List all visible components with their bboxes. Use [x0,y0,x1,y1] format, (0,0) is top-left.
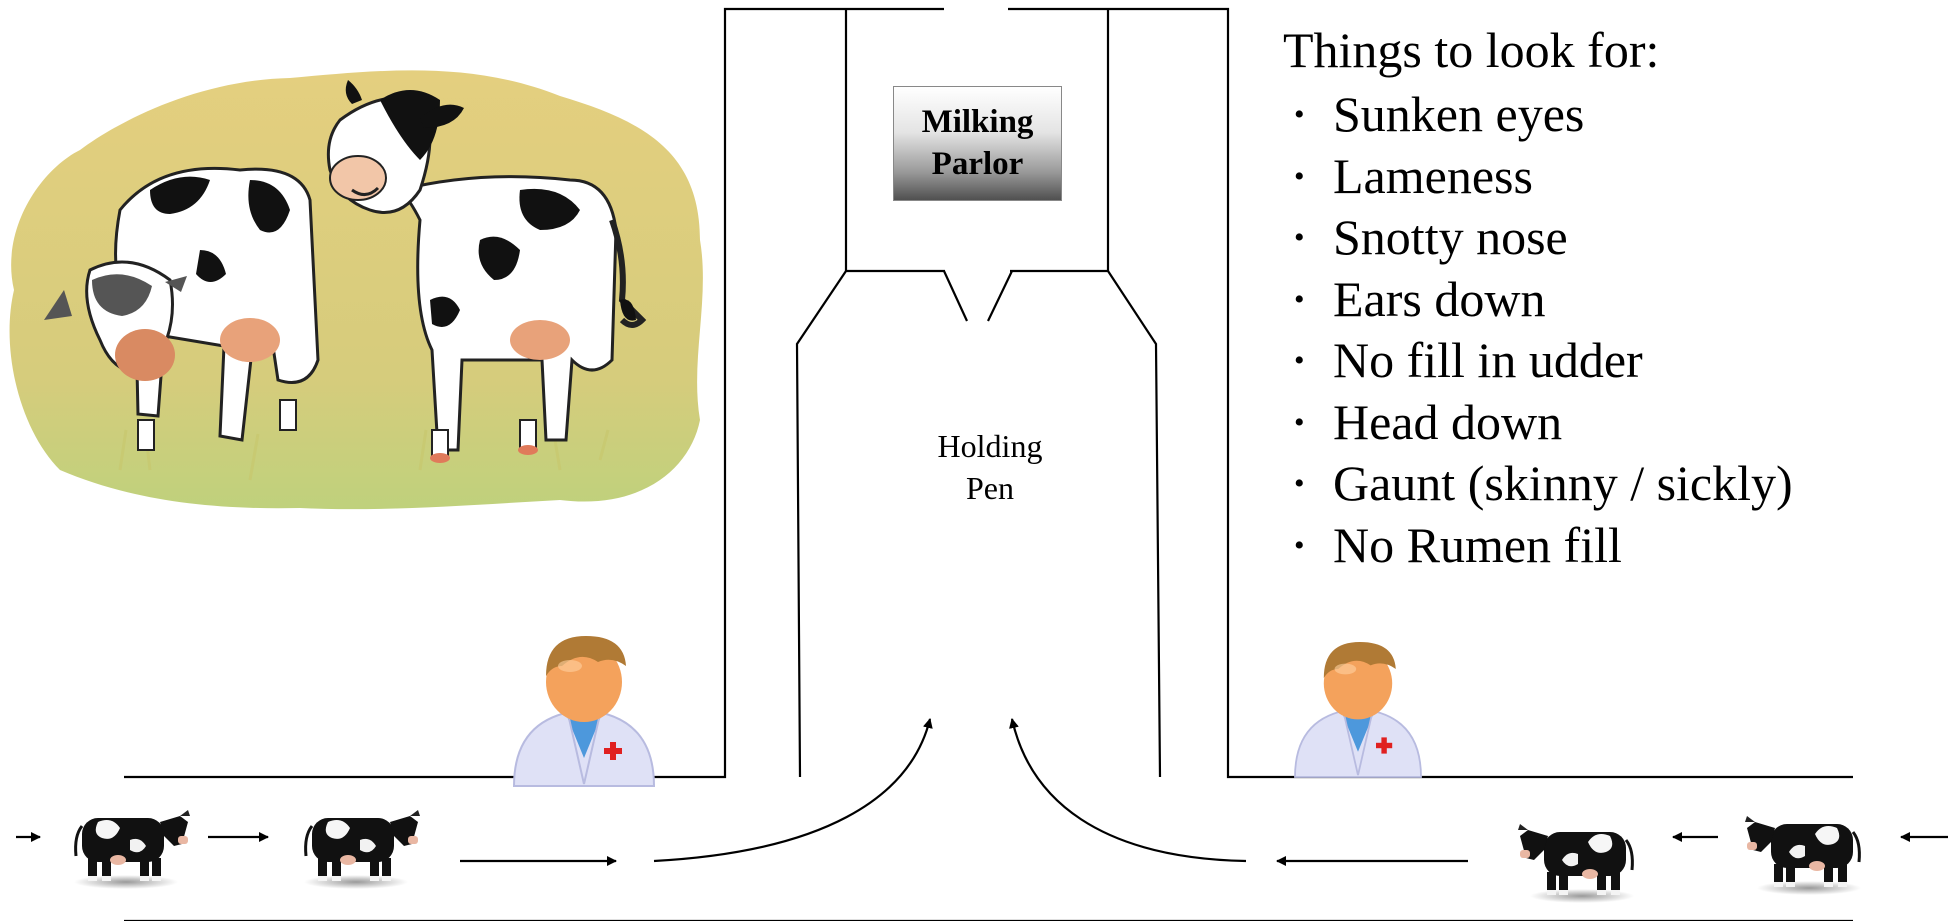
barn-walls [124,7,1853,921]
checklist-title: Things to look for: [1283,22,1660,78]
milking-parlor-label: Milking Parlor [893,86,1062,201]
list-item: •Snotty nose [1283,207,1943,269]
list-item: •No fill in udder [1283,330,1943,392]
list-item: •Gaunt (skinny / sickly) [1283,453,1943,515]
holding-pen-left-wall [795,270,847,778]
bullet-icon: • [1294,159,1305,193]
list-item: •Ears down [1283,269,1943,331]
parlor-label-line1: Milking [921,104,1034,141]
bullet-icon: • [1294,467,1305,500]
veterinarian-icon [1294,641,1422,778]
checklist-items: •Sunken eyes •Lameness •Snotty nose •Ear… [1283,84,1943,576]
flow-arrows [16,718,1948,866]
arrow-icon [1009,718,1247,863]
right-alley-wall [1008,7,1853,779]
sick-cow-illustration [44,166,320,451]
bullet-icon: • [1294,528,1305,562]
cow-icon [1743,814,1863,897]
arrow-icon [653,718,933,863]
symptoms-checklist: Things to look for: •Sunken eyes •Lamene… [1283,18,1943,576]
bullet-icon: • [1294,221,1305,254]
veterinarian-icon [513,635,655,787]
cow-icon [302,808,422,891]
bullet-icon: • [1294,98,1305,131]
healthy-cow-illustration [326,80,647,463]
list-item: •Sunken eyes [1283,84,1943,146]
list-item: •No Rumen fill [1283,515,1943,577]
bullet-icon: • [1294,344,1305,377]
cow-icon [72,808,192,891]
bullet-icon: • [1294,282,1305,316]
pen-label-line1: Holding [937,428,1043,464]
cow-icon [1516,822,1636,905]
holding-pen-label: Holding Pen [900,426,1080,509]
list-item: •Head down [1283,392,1943,454]
list-item: •Lameness [1283,146,1943,208]
holding-pen-right-wall [1107,270,1162,778]
bullet-icon: • [1294,405,1305,439]
cows-illustration [9,70,703,510]
parlor-label-line2: Parlor [931,145,1024,182]
left-alley-wall [124,7,944,779]
pen-label-line2: Pen [966,469,1014,506]
